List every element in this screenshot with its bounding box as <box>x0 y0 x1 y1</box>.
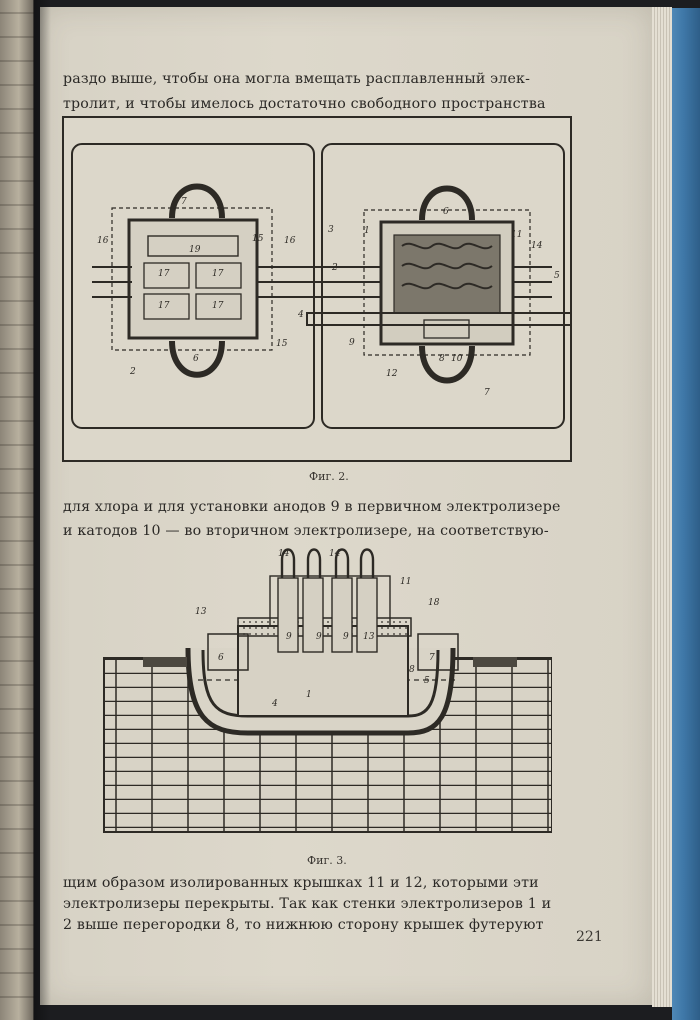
fig2-label-5: 5 <box>554 271 560 281</box>
text-line-7: 2 выше перегородки 8, то нижнюю сторону … <box>63 917 544 933</box>
fig2-label-12: 12 <box>386 369 398 379</box>
fig2-label-17d: 17 <box>212 301 224 311</box>
fig2-label-8: 8 <box>439 354 445 364</box>
page-fore-edge <box>652 7 672 1007</box>
figure-2-drawing: 7 19 16 15 16 17 17 17 17 15 2 6 3 1 2 4… <box>62 116 572 462</box>
fig3-label-9c: 9 <box>343 632 349 642</box>
figure-3-drawing: 14 14 11 18 13 9 9 9 13 6 7 1 8 5 4 <box>103 548 552 833</box>
fig3-label-5: 5 <box>424 676 430 686</box>
text-line-2: тролит, и чтобы имелось достаточно свобо… <box>63 96 546 112</box>
fig2-label-14: 14 <box>531 241 543 251</box>
fig3-label-14b: 14 <box>329 549 341 559</box>
fig2-label-16-right: 16 <box>284 236 296 246</box>
fig2-label-15: 15 <box>252 234 264 244</box>
fig2-label-4: 4 <box>297 310 304 320</box>
fig2-label-2-middle: 2 <box>331 263 338 273</box>
fig3-label-13-right: 13 <box>363 632 375 642</box>
fig2-label-10: 10 <box>451 354 463 364</box>
text-line-4: и катодов 10 — во вторичном электролизер… <box>63 523 549 539</box>
fig2-label-16: 16 <box>97 236 109 246</box>
fig3-label-18: 18 <box>428 598 440 608</box>
figure-2: 7 19 16 15 16 17 17 17 17 15 2 6 3 1 2 4… <box>62 116 572 462</box>
page-number: 221 <box>576 929 603 945</box>
fig2-label-9: 9 <box>349 338 355 348</box>
figure-2-caption: Фиг. 2. <box>309 470 349 483</box>
left-page-edge <box>0 0 34 1020</box>
text-line-5: щим образом изолированных крышках 11 и 1… <box>63 875 539 891</box>
fig2-label-6-right: 6 <box>443 207 449 217</box>
fig3-label-9a: 9 <box>286 632 292 642</box>
book-gutter <box>33 0 51 1020</box>
fig2-label-15-bottom: 15 <box>276 339 288 349</box>
fig2-label-17c: 17 <box>158 301 170 311</box>
fig3-label-7: 7 <box>429 653 435 663</box>
fig3-label-6: 6 <box>218 653 224 663</box>
fig2-label-11: 11 <box>511 230 522 240</box>
fig2-label-7-bottom: 7 <box>484 388 490 398</box>
fig2-label-6: 6 <box>193 354 199 364</box>
text-line-1: раздо выше, чтобы она могла вмещать расп… <box>63 71 531 87</box>
fig3-label-1: 1 <box>306 690 312 700</box>
book-cover-edge <box>672 8 700 1020</box>
fig2-label-17b: 17 <box>212 269 224 279</box>
left-page-text-fragments <box>0 0 34 1020</box>
fig3-label-8: 8 <box>409 665 415 675</box>
fig3-label-14a: 14 <box>278 549 290 559</box>
fig2-label-17a: 17 <box>158 269 170 279</box>
fig2-label-3: 3 <box>328 225 334 235</box>
fig3-label-11: 11 <box>400 577 411 587</box>
fig3-label-4: 4 <box>271 699 278 709</box>
figure-3-caption: Фиг. 3. <box>307 854 347 867</box>
fig3-label-9b: 9 <box>316 632 322 642</box>
text-line-3: для хлора и для установки анодов 9 в пер… <box>63 499 561 515</box>
fig2-label-7: 7 <box>181 197 187 207</box>
fig2-label-1: 1 <box>364 226 370 236</box>
text-line-6: электролизеры перекрыты. Так как стенки … <box>63 896 552 912</box>
figure-3: 14 14 11 18 13 9 9 9 13 6 7 1 8 5 4 <box>98 548 552 838</box>
fig2-label-2: 2 <box>129 367 136 377</box>
fig3-label-13-left: 13 <box>195 607 207 617</box>
fig2-label-19: 19 <box>189 245 201 255</box>
